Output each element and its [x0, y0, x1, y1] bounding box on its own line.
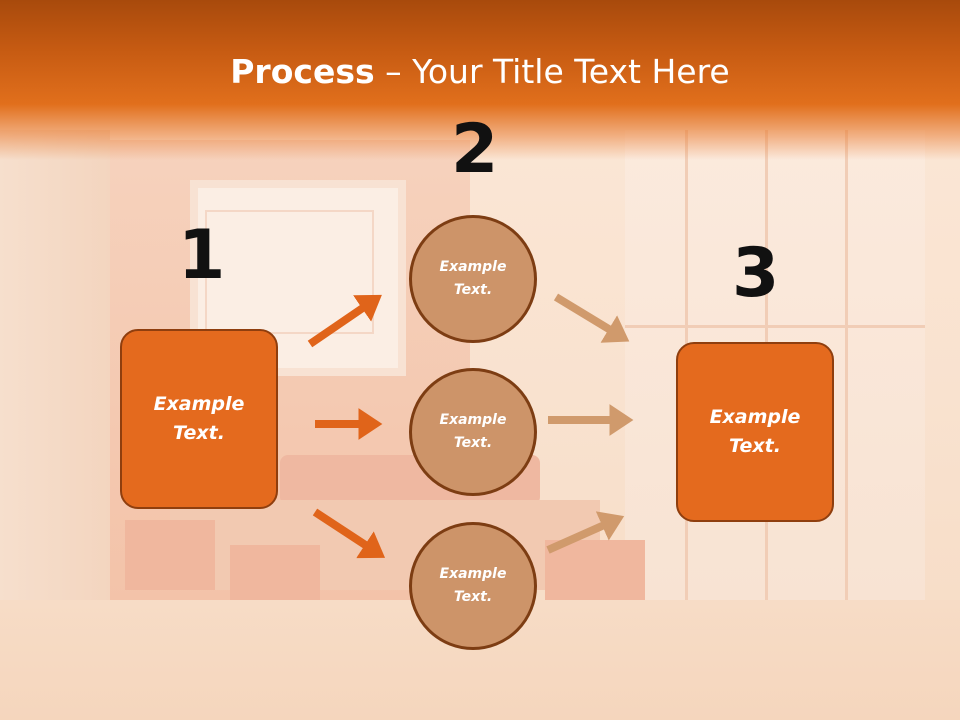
- step-2-circle-bottom[interactable]: Example Text.: [409, 522, 537, 650]
- circle-top-label: Example Text.: [439, 259, 507, 298]
- arrow-top-to-3: [553, 293, 630, 343]
- step-number-3: 3: [732, 234, 780, 313]
- background-wall: [0, 130, 110, 600]
- title-bold: Process: [230, 52, 375, 91]
- title-rest: – Your Title Text Here: [374, 52, 730, 91]
- step-2-circle-top[interactable]: Example Text.: [409, 215, 537, 343]
- step-1-label: Example Text.: [153, 393, 245, 444]
- step-1-box[interactable]: Example Text.: [120, 329, 278, 509]
- arrow-1-to-bottom: [312, 508, 386, 559]
- step-3-label: Example Text.: [709, 406, 801, 457]
- arrow-1-to-top: [307, 294, 382, 348]
- step-2-circle-middle[interactable]: Example Text.: [409, 368, 537, 496]
- circle-middle-label: Example Text.: [439, 412, 507, 451]
- circle-bottom-label: Example Text.: [439, 566, 507, 605]
- background-frame-inner: [205, 210, 374, 334]
- arrow-bottom-to-3: [546, 511, 625, 554]
- step-number-2: 2: [451, 110, 499, 189]
- header-band: [0, 0, 960, 160]
- slide-title[interactable]: Process – Your Title Text Here: [0, 52, 960, 91]
- step-3-box[interactable]: Example Text.: [676, 342, 834, 522]
- step-number-1: 1: [178, 216, 226, 295]
- background-block: [125, 520, 215, 590]
